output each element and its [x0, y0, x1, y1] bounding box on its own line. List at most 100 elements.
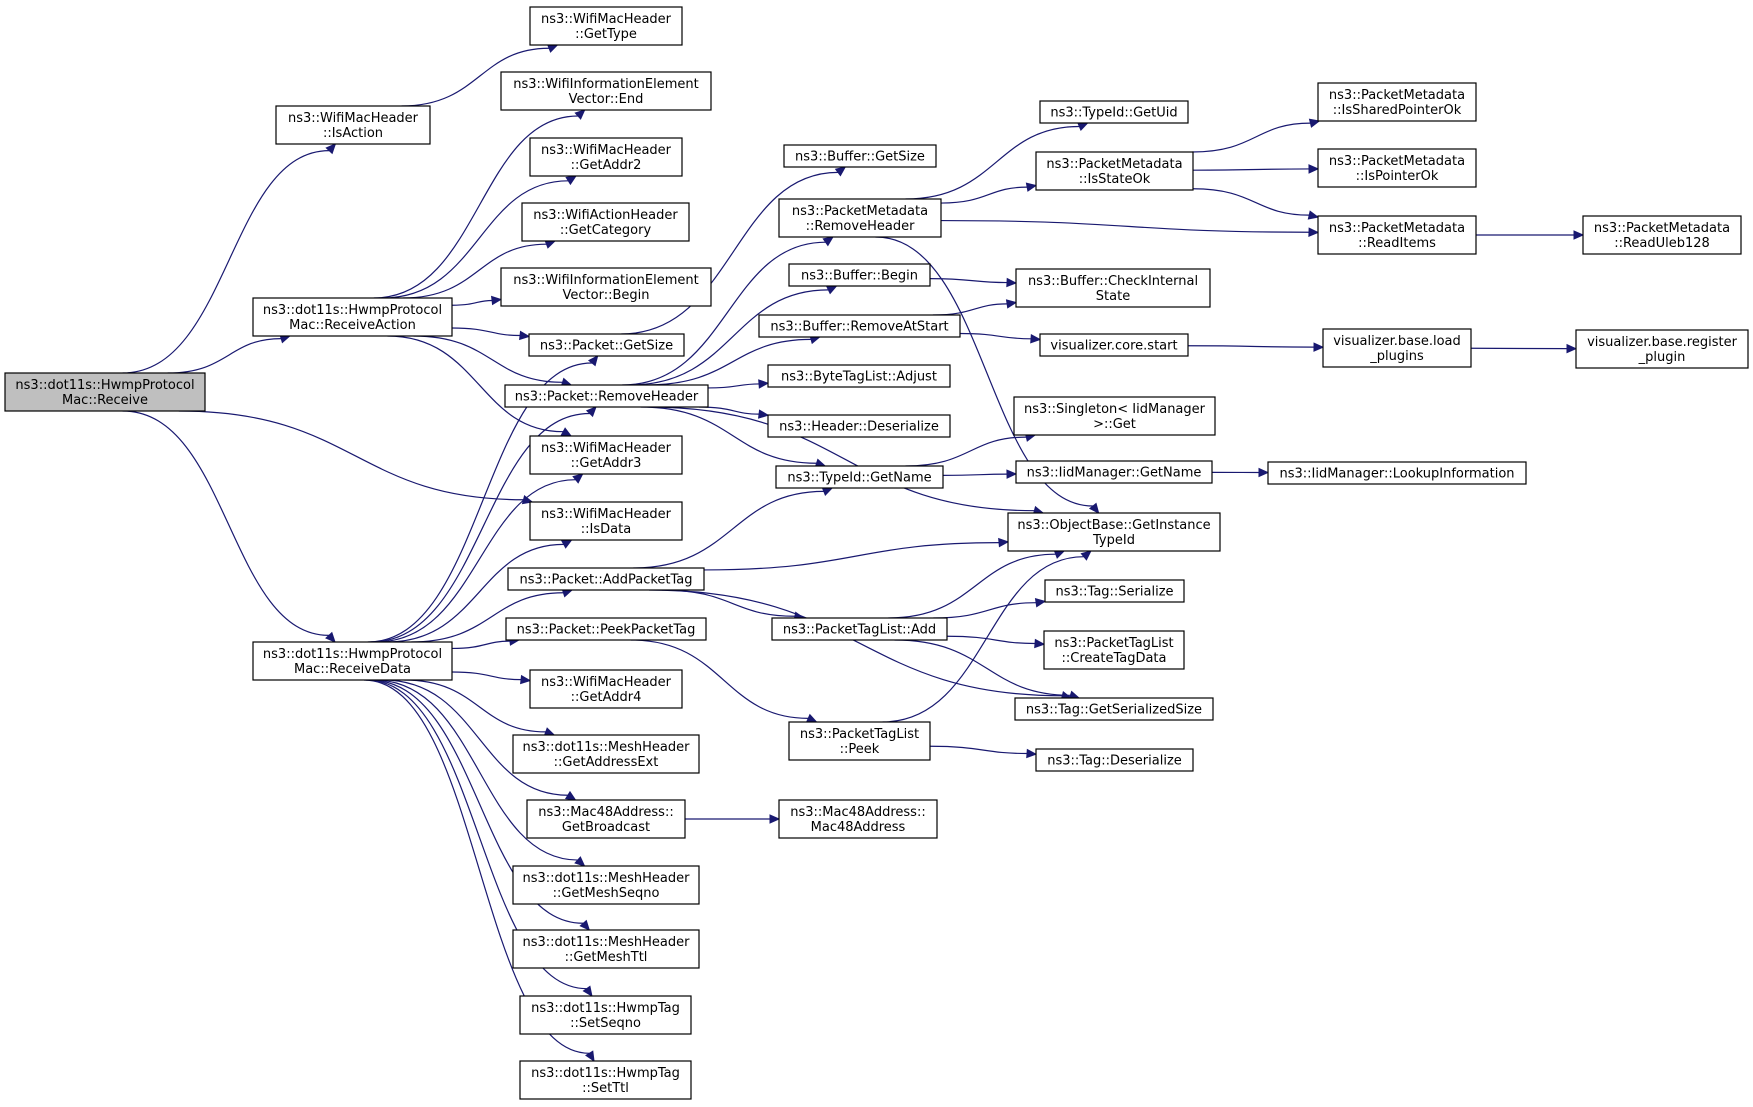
node-label-line: ns3::Packet::AddPacketTag [519, 573, 692, 588]
node-label-line: ::IsAction [323, 126, 383, 141]
node-peekpackettag[interactable]: ns3::Packet::PeekPacketTag [505, 617, 707, 641]
node-label-line: ns3::PacketMetadata [792, 204, 928, 219]
node-getaddressext[interactable]: ns3::dot11s::MeshHeader::GetAddressExt [512, 734, 700, 774]
node-label-line: ns3::Packet::GetSize [540, 339, 673, 354]
node-tagserialize[interactable]: ns3::Tag::Serialize [1044, 579, 1185, 603]
node-label-line: visualizer.base.register [1587, 335, 1738, 350]
node-label-line: ns3::dot11s::MeshHeader [523, 935, 691, 950]
node-getaddr2[interactable]: ns3::WifiMacHeader::GetAddr2 [529, 137, 683, 177]
node-pktgetsize[interactable]: ns3::Packet::GetSize [528, 333, 685, 357]
node-iidgetname[interactable]: ns3::IidManager::GetName [1015, 460, 1213, 484]
node-box [1015, 268, 1211, 308]
node-vizloadplugins[interactable]: visualizer.base.load_plugins [1322, 328, 1472, 368]
node-ptladd[interactable]: ns3::PacketTagList::Add [771, 617, 948, 641]
node-buffergetsize[interactable]: ns3::Buffer::GetSize [783, 144, 937, 168]
node-label-line: ::ReadUleb128 [1614, 236, 1710, 251]
node-label-line: ns3::WifiInformationElement [513, 273, 699, 288]
node-box [1317, 148, 1477, 188]
edge-ptladd-to-tagserialize [933, 598, 1047, 619]
node-label-line: ns3::dot11s::HwmpProtocol [263, 303, 442, 318]
node-issharedpointerok[interactable]: ns3::PacketMetadata::IsSharedPointerOk [1317, 82, 1477, 122]
node-label-line: ns3::IidManager::LookupInformation [1279, 467, 1514, 482]
node-box [504, 384, 709, 408]
node-isaction[interactable]: ns3::WifiMacHeader::IsAction [275, 105, 431, 145]
node-box [767, 414, 951, 438]
node-createtagdata[interactable]: ns3::PacketTagList::CreateTagData [1043, 630, 1185, 670]
edge-pmremoveheader-to-readitems [940, 219, 1320, 237]
node-label-line: ns3::Buffer::RemoveAtStart [770, 320, 948, 335]
node-label-line: ::GetAddr3 [571, 456, 642, 471]
node-label-line: ns3::PacketTagList [1054, 636, 1173, 651]
node-getcategory[interactable]: ns3::WifiActionHeader::GetCategory [521, 202, 690, 242]
node-box [529, 137, 683, 177]
edge-pmisstateok-to-readitems [1192, 188, 1320, 220]
edge-addpackettag-to-ptladd [661, 589, 805, 621]
node-lookupinformation[interactable]: ns3::IidManager::LookupInformation [1267, 461, 1527, 485]
node-label-line: ns3::PacketTagList [800, 727, 919, 742]
edge-vizcorestart-to-vizloadplugins [1187, 342, 1325, 352]
node-box [783, 144, 937, 168]
edge-receiveaction-to-pktgetsize [451, 327, 531, 341]
node-box [1322, 328, 1472, 368]
edge-receive-to-isdata [178, 410, 534, 505]
node-bytetagadjust[interactable]: ns3::ByteTagList::Adjust [767, 364, 951, 388]
node-ptlpeek[interactable]: ns3::PacketTagList::Peek [788, 721, 931, 761]
node-getaddr4[interactable]: ns3::WifiMacHeader::GetAddr4 [529, 669, 683, 709]
node-isdata[interactable]: ns3::WifiMacHeader::IsData [529, 501, 683, 541]
node-box [778, 799, 938, 839]
edge-receivedata-to-getbroadcast [382, 679, 577, 801]
node-setttl[interactable]: ns3::dot11s::HwmpTag::SetTtl [519, 1060, 692, 1100]
edge-receivedata-to-getaddr4 [451, 671, 532, 685]
node-addpackettag[interactable]: ns3::Packet::AddPacketTag [507, 567, 705, 591]
node-pktremoveheader[interactable]: ns3::Packet::RemoveHeader [504, 384, 709, 408]
node-box [1039, 100, 1189, 124]
node-label-line: visualizer.core.start [1050, 339, 1177, 354]
node-setseqno[interactable]: ns3::dot11s::HwmpTag::SetSeqno [519, 995, 692, 1035]
node-receivedata[interactable]: ns3::dot11s::HwmpProtocolMac::ReceiveDat… [252, 641, 453, 681]
edge-receivedata-to-setseqno [366, 679, 593, 998]
node-ispointerok[interactable]: ns3::PacketMetadata::IsPointerOk [1317, 148, 1477, 188]
node-readuleb128[interactable]: ns3::PacketMetadata::ReadUleb128 [1582, 215, 1742, 255]
node-typeidgetname[interactable]: ns3::TypeId::GetName [775, 465, 944, 489]
node-singletonget[interactable]: ns3::Singleton< IidManager>::Get [1013, 396, 1216, 436]
node-gettype[interactable]: ns3::WifiMacHeader::GetType [529, 6, 683, 46]
node-vizcorestart[interactable]: visualizer.core.start [1039, 333, 1189, 357]
node-label-line: ns3::WifiActionHeader [533, 208, 678, 223]
node-label-line: ns3::Packet::RemoveHeader [515, 390, 699, 405]
node-getbroadcast[interactable]: ns3::Mac48Address::GetBroadcast [526, 799, 686, 839]
node-headerdeserialize[interactable]: ns3::Header::Deserialize [767, 414, 951, 438]
node-pmremoveheader[interactable]: ns3::PacketMetadata::RemoveHeader [778, 198, 942, 238]
node-vizregisterplugin[interactable]: visualizer.base.register_plugin [1575, 329, 1749, 369]
node-getmeshseqno[interactable]: ns3::dot11s::MeshHeader::GetMeshSeqno [512, 865, 700, 905]
node-taggetserializedsize[interactable]: ns3::Tag::GetSerializedSize [1014, 697, 1214, 721]
edge-ptladd-to-getinstancetypeid [888, 549, 1066, 619]
node-bufferbegin[interactable]: ns3::Buffer::Begin [788, 263, 931, 287]
node-getaddr3[interactable]: ns3::WifiMacHeader::GetAddr3 [529, 435, 683, 475]
node-box [1044, 579, 1185, 603]
node-pmisstateok[interactable]: ns3::PacketMetadata::IsStateOk [1035, 151, 1194, 191]
node-label-line: ns3::Singleton< IidManager [1024, 402, 1206, 417]
node-box [1039, 333, 1189, 357]
node-label-line: ns3::Tag::Serialize [1055, 585, 1173, 600]
node-label-line: ns3::dot11s::MeshHeader [523, 871, 691, 886]
node-mac48address[interactable]: ns3::Mac48Address::Mac48Address [778, 799, 938, 839]
node-typeidgetuid[interactable]: ns3::TypeId::GetUid [1039, 100, 1189, 124]
node-box [775, 465, 944, 489]
edge-pktremoveheader-to-headerdeserialize [699, 406, 770, 419]
node-label-line: ns3::IidManager::GetName [1027, 466, 1202, 481]
node-readitems[interactable]: ns3::PacketMetadata::ReadItems [1317, 215, 1477, 255]
node-label-line: ::ReadItems [1358, 236, 1436, 251]
node-getmeshttl[interactable]: ns3::dot11s::MeshHeader::GetMeshTtl [512, 929, 700, 969]
node-receiveaction[interactable]: ns3::dot11s::HwmpProtocolMac::ReceiveAct… [252, 297, 453, 337]
node-box [507, 567, 705, 591]
node-bufferremoveatstart[interactable]: ns3::Buffer::RemoveAtStart [758, 314, 961, 338]
node-box [1575, 329, 1749, 369]
edge-ptladd-to-createtagdata [946, 635, 1046, 649]
node-tagdeserialize[interactable]: ns3::Tag::Deserialize [1035, 748, 1194, 772]
node-label-line: ::GetMeshTtl [565, 950, 648, 965]
